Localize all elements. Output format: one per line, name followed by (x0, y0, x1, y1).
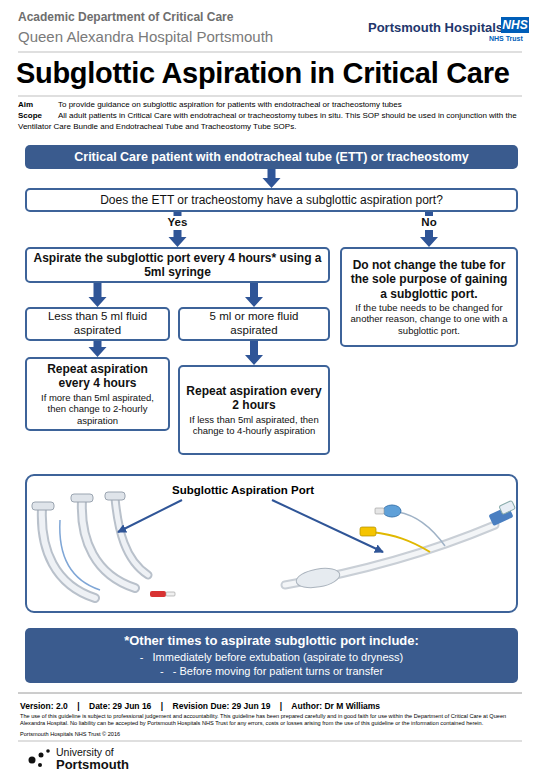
flow-arrow (245, 341, 263, 365)
rule-line (18, 741, 522, 742)
university-name: Portsmouth (56, 757, 129, 773)
outcome-box: Less than 5 ml fluid aspirated (25, 307, 170, 341)
page-title: Subglottic Aspiration in Critical Care (16, 56, 526, 91)
flow-arrow (263, 169, 281, 188)
node-text: *Other times to aspirate subglottic port… (124, 633, 419, 650)
flow-arrow (89, 341, 107, 357)
rule-line (18, 693, 522, 694)
action-box: Do not change the tube for the sole purp… (340, 247, 518, 347)
node-text: Aspirate the subglottic port every 4 hou… (33, 251, 322, 280)
node-subtext: If less than 5ml aspirated, then change … (186, 414, 322, 437)
header-hospital: Queen Alexandra Hospital Portsmouth (18, 28, 273, 46)
node-subtext: - - Before moving for patient turns or t… (160, 664, 383, 678)
node-text: Critical Care patient with endotracheal … (74, 150, 469, 165)
flow-arrow (245, 283, 263, 307)
scope-text: All adult patients in Critical Care with… (18, 111, 523, 133)
node-text: Subglottic Aspiration Port (172, 484, 314, 496)
node-subtext: If the tube needs to be changed for anot… (348, 302, 510, 336)
aim-heading: Aim (18, 100, 33, 110)
outcome-box: 5 ml or more fluid aspirated (178, 307, 330, 341)
note-band: *Other times to aspirate subglottic port… (25, 628, 518, 683)
flow-arrow (89, 283, 107, 307)
disclaimer-text: The use of this guideline is subject to … (20, 713, 525, 726)
header-department: Academic Department of Critical Care (18, 10, 233, 24)
version-line: Version: 2.0 | Date: 29 Jun 16 | Revisio… (20, 701, 380, 711)
logo-nhs-badge: NHS (501, 17, 529, 33)
node-text: Repeat aspiration every 2 hours (186, 384, 322, 413)
start-band: Critical Care patient with endotracheal … (25, 145, 518, 169)
image-panel: Subglottic Aspiration Port (25, 474, 518, 613)
logo-nhs-trust: NHS Trust (489, 35, 523, 43)
node-text: Do not change the tube for the sole purp… (348, 258, 510, 301)
scope-heading: Scope (18, 111, 42, 121)
aim-text: To provide guidance on subglottic aspira… (58, 100, 528, 110)
copyright-text: Portsmouth Hospitals NHS Trust © 2016 (20, 731, 120, 738)
university-logo-dots (29, 749, 50, 767)
branch-label: Yes (163, 216, 193, 230)
rule-line (18, 52, 522, 53)
decision-box: Does the ETT or tracheostomy have a subg… (25, 188, 518, 212)
node-text: Repeat aspiration every 4 hours (33, 362, 162, 391)
university-of: University of (56, 746, 114, 759)
process-box: Aspirate the subglottic port every 4 hou… (25, 247, 330, 283)
action-box: Repeat aspiration every 4 hoursIf more t… (25, 357, 170, 431)
action-box: Repeat aspiration every 2 hoursIf less t… (178, 365, 330, 455)
node-text: Less than 5 ml fluid aspirated (33, 310, 162, 338)
node-subtext: If more than 5ml aspirated, then change … (33, 392, 162, 426)
logo-trust-name: Portsmouth Hospitals (368, 20, 503, 36)
rule-line (18, 96, 522, 97)
branch-label: No (416, 216, 441, 230)
node-text: 5 ml or more fluid aspirated (186, 310, 322, 338)
node-text: Does the ETT or tracheostomy have a subg… (100, 193, 443, 207)
node-subtext: - Immediately before extubation (aspirat… (140, 650, 404, 664)
